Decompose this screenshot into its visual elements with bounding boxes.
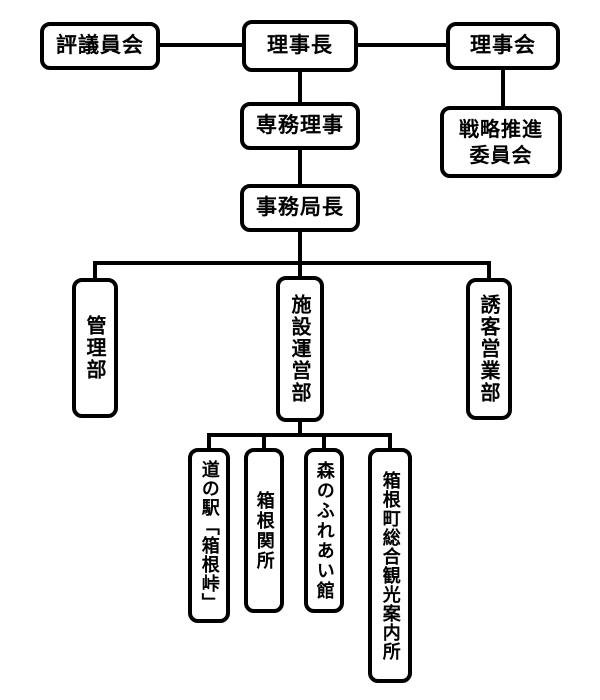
node-hakone-sekisho: 箱根関所: [244, 448, 284, 613]
connector-drop-fureai: [322, 433, 326, 450]
node-board: 理事会: [446, 22, 560, 70]
connector-depts-horizontal: [93, 261, 491, 265]
node-facility-ops-dept: 施設運営部: [276, 276, 324, 422]
connector-drop-sekisho: [262, 433, 266, 450]
node-mori-no-fureaikan: 森のふれあい館: [304, 448, 344, 613]
connector-facilities-horizontal: [207, 433, 392, 437]
connector-drop-admin: [93, 261, 97, 283]
connector-board-to-strategy: [501, 45, 505, 110]
connector-main-vertical: [298, 45, 302, 278]
node-president: 理事長: [242, 20, 358, 72]
node-council: 評議員会: [40, 22, 160, 70]
connector-facility-out: [298, 420, 302, 437]
node-strategy-committee: 戦略推進委員会: [440, 106, 562, 178]
node-hakone-info-center: 箱根町総合観光案内所: [368, 448, 412, 683]
node-michinoeki-hakonetouge: 道の駅「箱根峠」: [188, 448, 230, 623]
node-sales-dept: 誘客営業部: [466, 278, 512, 420]
connector-drop-info-center: [388, 433, 392, 450]
node-admin-dept: 管理部: [72, 278, 118, 418]
node-executive-director: 専務理事: [240, 102, 360, 150]
connector-drop-michinoeki: [207, 433, 211, 450]
connector-drop-sales: [487, 261, 491, 283]
node-secretariat-chief: 事務局長: [240, 184, 360, 232]
